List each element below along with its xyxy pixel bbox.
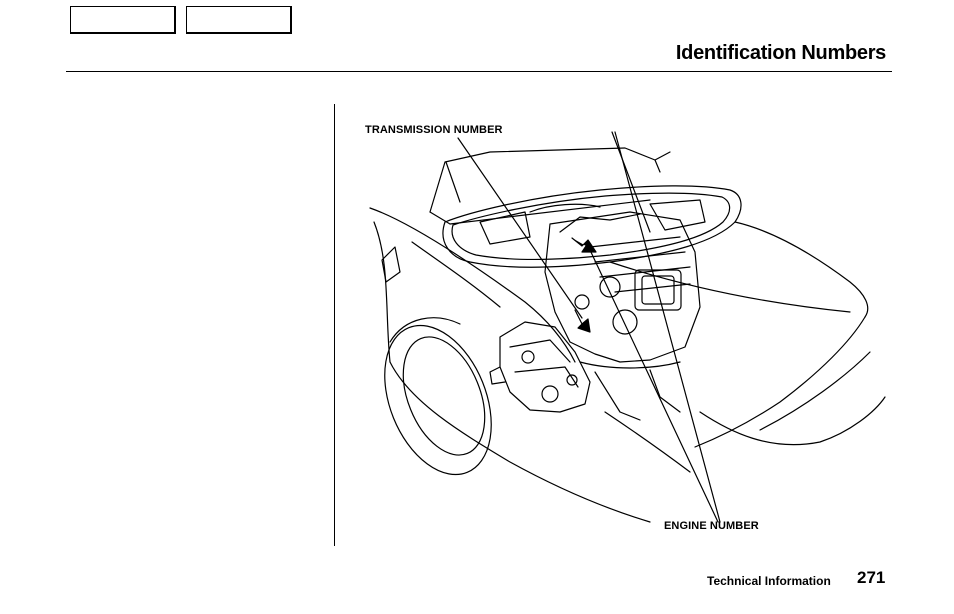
title-divider	[66, 71, 892, 72]
transmission-number-label: TRANSMISSION NUMBER	[365, 124, 503, 136]
previous-page-button[interactable]	[70, 6, 176, 34]
engine-bay-illustration: TRANSMISSION NUMBER ENGINE NUMBER	[350, 112, 890, 542]
side-marker-light	[381, 246, 401, 283]
page-number: 271	[857, 568, 886, 587]
engine-number-arrow	[571, 237, 597, 253]
column-divider	[334, 104, 335, 546]
transmission-leader-line	[457, 137, 583, 319]
engine-leader-line-2	[589, 249, 719, 523]
rear-wheel	[384, 324, 492, 476]
page-title: Identification Numbers	[675, 42, 886, 64]
car-body-left-fender	[369, 207, 576, 363]
rear-deck	[734, 221, 869, 318]
engine-lid	[429, 147, 661, 213]
engine-leader-line-1	[614, 131, 721, 523]
transmission-housing	[499, 321, 591, 413]
engine-block	[544, 211, 701, 363]
footer-section-title: Technical Information	[707, 574, 831, 588]
engine-number-label: ENGINE NUMBER	[664, 520, 759, 532]
transmission-number-arrow	[574, 309, 591, 333]
next-page-button[interactable]	[186, 6, 292, 34]
